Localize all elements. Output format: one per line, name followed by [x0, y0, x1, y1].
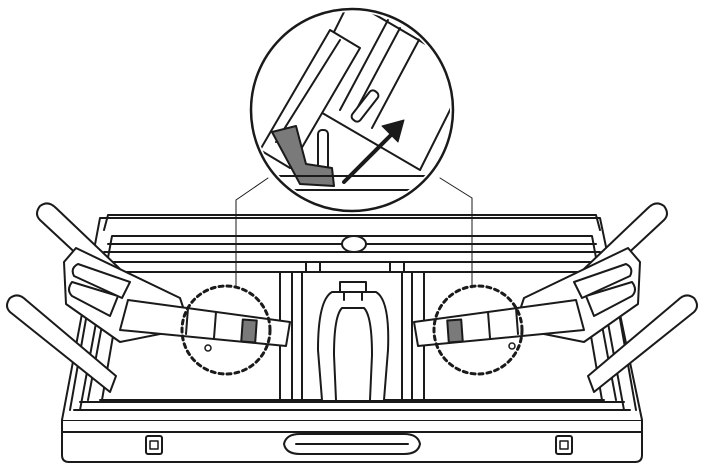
right-leg-assembly [413, 202, 698, 393]
leader-lines [235, 177, 473, 289]
left-leg-assembly [6, 202, 291, 393]
direction-arrow-shaft [342, 132, 394, 184]
arrow-up-right-icon [381, 119, 405, 143]
magnified-detail [249, 7, 455, 213]
top-latch [341, 235, 367, 253]
front-hardware [145, 433, 573, 455]
right-detail-marker [432, 284, 524, 376]
left-detail-marker [180, 284, 272, 376]
left-pin [204, 344, 212, 352]
right-pin [508, 342, 516, 350]
center-divider [279, 261, 425, 401]
